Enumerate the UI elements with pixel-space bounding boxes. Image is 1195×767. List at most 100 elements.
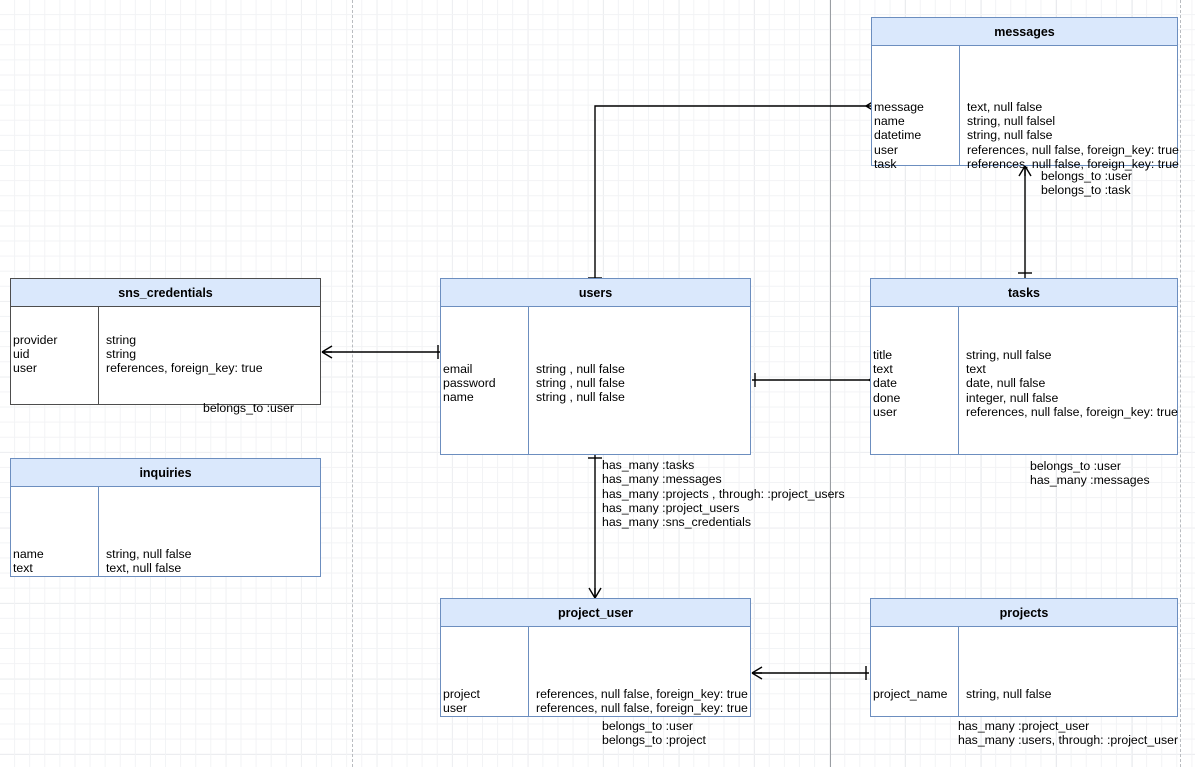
entity-projects-field-types: string, null false: [959, 627, 1177, 716]
field-name: project_name: [873, 687, 948, 701]
field-name: name: [443, 390, 474, 405]
association-line: has_many :messages: [602, 472, 722, 487]
association-line: belongs_to :user: [602, 719, 693, 733]
field-type: references, null false, foreign_key: tru…: [536, 687, 748, 701]
field-type: text, null false: [106, 561, 182, 576]
entity-projects-field-names: project_name: [871, 627, 959, 716]
field-type: string , null false: [536, 390, 625, 405]
field-type: references, null false, foreign_key: tru…: [967, 142, 1179, 157]
entity-tasks-field-types: string, null false text date, null false…: [959, 307, 1178, 454]
field-name: text: [13, 561, 33, 576]
entity-project-user-field-names: project user: [441, 627, 529, 716]
association-line: has_many :projects , through: :project_u…: [602, 486, 845, 501]
field-type: string: [106, 333, 137, 347]
note-tasks-associations: belongs_to :user has_many :messages: [1030, 459, 1150, 488]
entity-messages-field-names: message name datetime user task: [872, 46, 960, 171]
note-project-user-associations: belongs_to :user belongs_to :project: [602, 719, 706, 748]
entity-tasks[interactable]: tasks title text date done user string, …: [870, 278, 1178, 455]
entity-projects[interactable]: projects project_name string, null false: [870, 598, 1178, 717]
association-line: belongs_to :user: [1041, 169, 1132, 183]
note-users-associations: has_many :tasks has_many :messages has_m…: [602, 458, 845, 529]
association-line: has_many :messages: [1030, 473, 1150, 488]
entity-messages-field-types: text, null false string, null falsel str…: [960, 46, 1179, 171]
entity-users-field-types: string , null false string , null false …: [529, 307, 750, 454]
association-line: has_many :sns_credentials: [602, 515, 752, 530]
association-line: belongs_to :user: [203, 401, 294, 415]
field-name: task: [874, 156, 897, 171]
entity-users[interactable]: users email password name string , null …: [440, 278, 751, 455]
entity-inquiries-field-names: name text: [11, 487, 99, 576]
entity-inquiries-title: inquiries: [11, 459, 320, 487]
field-name: password: [443, 376, 496, 391]
association-line: belongs_to :project: [602, 733, 706, 748]
field-type: references, foreign_key: true: [106, 361, 263, 376]
entity-projects-title: projects: [871, 599, 1177, 627]
association-line: has_many :users, through: :project_user: [958, 733, 1179, 748]
field-name: user: [13, 361, 37, 376]
note-projects-associations: has_many :project_user has_many :users, …: [958, 719, 1178, 748]
field-type: string, null false: [967, 128, 1053, 143]
field-type: string , null false: [536, 376, 625, 391]
entity-tasks-field-names: title text date done user: [871, 307, 959, 454]
page-guide-right: [1180, 0, 1181, 767]
entity-project-user-body: project user references, null false, for…: [441, 627, 750, 716]
field-name: done: [873, 390, 901, 405]
entity-sns-credentials-field-names: provider uid user: [11, 307, 99, 404]
association-line: belongs_to :task: [1041, 183, 1131, 198]
field-name: user: [873, 404, 897, 419]
field-name: user: [874, 142, 898, 157]
entity-messages[interactable]: messages message name datetime user task…: [871, 17, 1179, 171]
page-guide-left: [352, 0, 353, 767]
entity-messages-body: message name datetime user task text, nu…: [872, 46, 1179, 171]
field-name: user: [443, 701, 467, 716]
field-name: datetime: [874, 128, 922, 143]
entity-sns-credentials[interactable]: sns_credentials provider uid user string…: [10, 278, 321, 405]
field-name: email: [443, 362, 473, 376]
field-type: integer, null false: [966, 390, 1059, 405]
field-name: text: [873, 362, 893, 377]
entity-tasks-title: tasks: [871, 279, 1177, 307]
association-line: belongs_to :user: [1030, 459, 1121, 473]
field-type: string, null falsel: [967, 114, 1056, 129]
field-type: references, null false, foreign_key: tru…: [967, 156, 1179, 171]
entity-users-body: email password name string , null false …: [441, 307, 750, 454]
note-sns-credentials-associations: belongs_to :user: [203, 401, 294, 415]
page-guide-center: [830, 0, 831, 767]
field-type: string: [106, 347, 137, 362]
field-name: title: [873, 348, 893, 362]
field-type: text: [966, 362, 986, 377]
entity-project-user-field-types: references, null false, foreign_key: tru…: [529, 627, 750, 716]
field-type: string , null false: [536, 362, 625, 376]
entity-users-title: users: [441, 279, 750, 307]
field-type: text, null false: [967, 100, 1043, 114]
field-name: project: [443, 687, 480, 701]
field-type: string, null false: [966, 687, 1052, 701]
association-line: has_many :tasks: [602, 458, 695, 472]
entity-project-user[interactable]: project_user project user references, nu…: [440, 598, 751, 717]
entity-inquiries[interactable]: inquiries name text string, null false t…: [10, 458, 321, 577]
field-name: name: [874, 114, 905, 129]
entity-projects-body: project_name string, null false: [871, 627, 1177, 716]
entity-sns-credentials-field-types: string string references, foreign_key: t…: [99, 307, 320, 404]
field-type: references, null false, foreign_key: tru…: [536, 701, 748, 716]
entity-messages-title: messages: [872, 18, 1177, 46]
field-name: date: [873, 376, 897, 391]
entity-tasks-body: title text date done user string, null f…: [871, 307, 1178, 454]
field-name: name: [13, 547, 44, 561]
entity-sns-credentials-title: sns_credentials: [11, 279, 320, 307]
note-messages-associations: belongs_to :user belongs_to :task: [1041, 169, 1132, 198]
field-name: provider: [13, 333, 58, 347]
association-line: has_many :project_users: [602, 500, 740, 515]
entity-users-field-names: email password name: [441, 307, 529, 454]
field-name: message: [874, 100, 924, 114]
field-type: string, null false: [966, 348, 1052, 362]
entity-inquiries-body: name text string, null false text, null …: [11, 487, 320, 576]
entity-sns-credentials-body: provider uid user string string referenc…: [11, 307, 320, 404]
field-type: date, null false: [966, 376, 1046, 391]
field-type: string, null false: [106, 547, 192, 561]
field-type: references, null false, foreign_key: tru…: [966, 404, 1178, 419]
association-line: has_many :project_user: [958, 719, 1090, 733]
field-name: uid: [13, 347, 30, 362]
entity-inquiries-field-types: string, null false text, null false: [99, 487, 320, 576]
